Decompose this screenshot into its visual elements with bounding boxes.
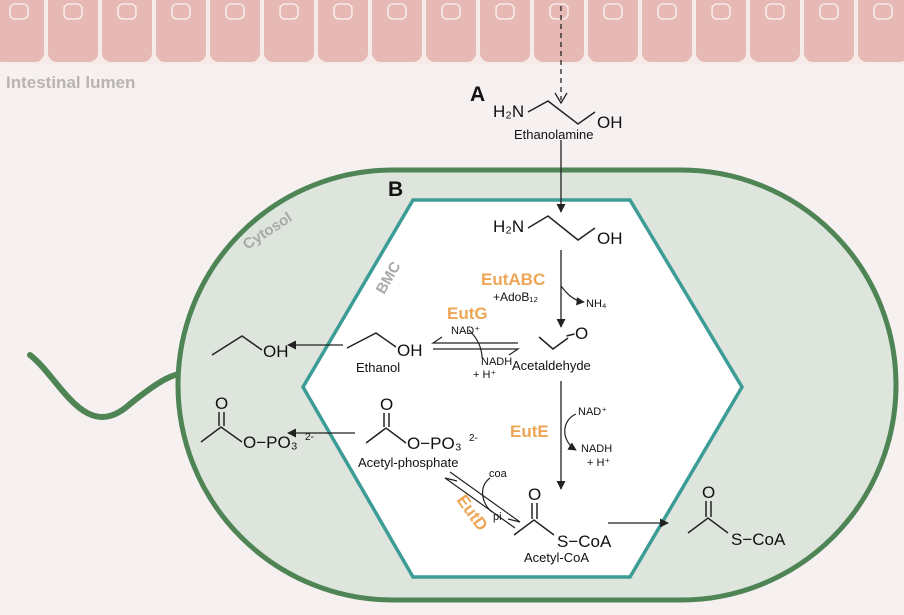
cytosol-ethanol-oh: OH [263,342,289,361]
cell-nucleus [9,3,29,20]
cell-nucleus [279,3,299,20]
ethanol-skeleton [346,332,397,349]
epithelial-cell [264,0,314,62]
acetaldehyde-double-bond [566,333,575,337]
cell-nucleus [117,3,137,20]
epithelial-cell [156,0,206,62]
cytosol-ethanol-skeleton [211,335,263,356]
epithelial-cell [534,0,584,62]
epithelial-cell [372,0,422,62]
eutd-pi: pi [493,511,502,523]
cell-nucleus [333,3,353,20]
epithelial-cell [804,0,854,62]
eutg-nad-plus: NAD⁺ [451,325,480,337]
epithelial-cell [0,0,44,62]
eute-nadh: NADH [581,443,612,455]
eute-h-plus: + H⁺ [587,457,610,469]
epithelial-cell [48,0,98,62]
bmc-ethanolamine-oh: OH [597,229,623,248]
ethanolamine-skeleton [527,100,596,125]
cell-nucleus [441,3,461,20]
flagellum [27,352,189,420]
cell-nucleus [765,3,785,20]
epithelial-cell [426,0,476,62]
acetyl-coa-skeleton [513,519,555,536]
eute-label: EutE [510,422,549,441]
cell-nucleus [171,3,191,20]
cell-nucleus [657,3,677,20]
cell-nucleus [603,3,623,20]
cell-nucleus [63,3,83,20]
eutg-h-plus: + H⁺ [473,369,496,381]
cell-nucleus [549,3,569,20]
ethanol-oh: OH [397,341,423,360]
nh4-label: NH₄ [586,298,607,310]
epithelial-cell [858,0,904,62]
nh4-release-arrow [560,285,585,306]
ethanolamine-oh: OH [597,113,623,132]
intestinal-epithelium [0,0,904,64]
epithelial-cell [696,0,746,62]
epithelial-cell [210,0,260,62]
bmc-ethanolamine-h2n: H₂N [493,217,524,236]
cell-nucleus [873,3,893,20]
cytosol-acetyl-phosphate-group: O−PO₃ [243,433,298,452]
acetyl-phosphate-charge: 2- [469,433,478,444]
panel-b-label: B [388,178,403,201]
acetyl-coa-label: Acetyl-CoA [524,550,589,565]
bmc-compartment [300,198,745,579]
eutg-nadh: NADH [481,356,512,368]
eutg-reverse-arrow [431,336,518,344]
acetyl-coa-s-coa: S−CoA [557,532,612,551]
cytosol-acetyl-coa-skeleton [687,517,729,534]
cell-nucleus [495,3,515,20]
eutd-forward-arrow [449,471,521,523]
cytosol-acetyl-phosphate-skeleton [200,426,243,443]
adob12-label: +AdoB₁₂ [493,290,538,304]
eutd-cofactor-curve [482,477,493,513]
acetaldehyde-skeleton [538,336,569,350]
acetyl-phosphate-group: O−PO₃ [407,434,462,453]
acetaldehyde-label: Acetaldehyde [512,358,591,373]
epithelial-cell [588,0,638,62]
cytosol-acetyl-phosphate-carbonyl-o: O [215,394,228,413]
acetyl-coa-carbonyl-o: O [528,485,541,504]
epithelial-cell [642,0,692,62]
epithelial-cell [480,0,530,62]
cell-nucleus [225,3,245,20]
epithelial-cell [318,0,368,62]
bmc-ethanolamine-skeleton [527,215,596,241]
eutg-label: EutG [447,304,488,323]
panel-a-label: A [470,83,485,106]
cell-nucleus [711,3,731,20]
eutg-forward-arrow [433,348,520,356]
epithelial-cell [750,0,800,62]
uptake-arrowhead [554,92,568,105]
acetyl-phosphate-carbonyl-o: O [380,395,393,414]
acetyl-phosphate-skeleton [365,427,407,444]
cytosol-acetyl-coa-s-coa: S−CoA [731,530,786,549]
eutabc-label: EutABC [481,270,545,289]
acetyl-phosphate-label: Acetyl-phosphate [358,455,458,470]
cell-nucleus [387,3,407,20]
cytosol-acetyl-phosphate-charge: 2- [305,432,314,443]
epithelial-cell [102,0,152,62]
eutg-cofactor-curve [468,329,483,359]
ethanolamine-label: Ethanolamine [514,127,594,142]
ethanolamine-h2n: H₂N [493,102,524,121]
cell-nucleus [819,3,839,20]
eute-cofactor-curve [564,413,577,451]
cytosol-acetyl-coa-carbonyl-o: O [702,483,715,502]
intestinal-lumen-label: Intestinal lumen [6,73,135,92]
acetaldehyde-o: O [575,324,588,343]
ethanol-label: Ethanol [356,360,400,375]
eutd-coa: coa [489,468,508,480]
eute-nad-plus: NAD⁺ [578,406,607,418]
